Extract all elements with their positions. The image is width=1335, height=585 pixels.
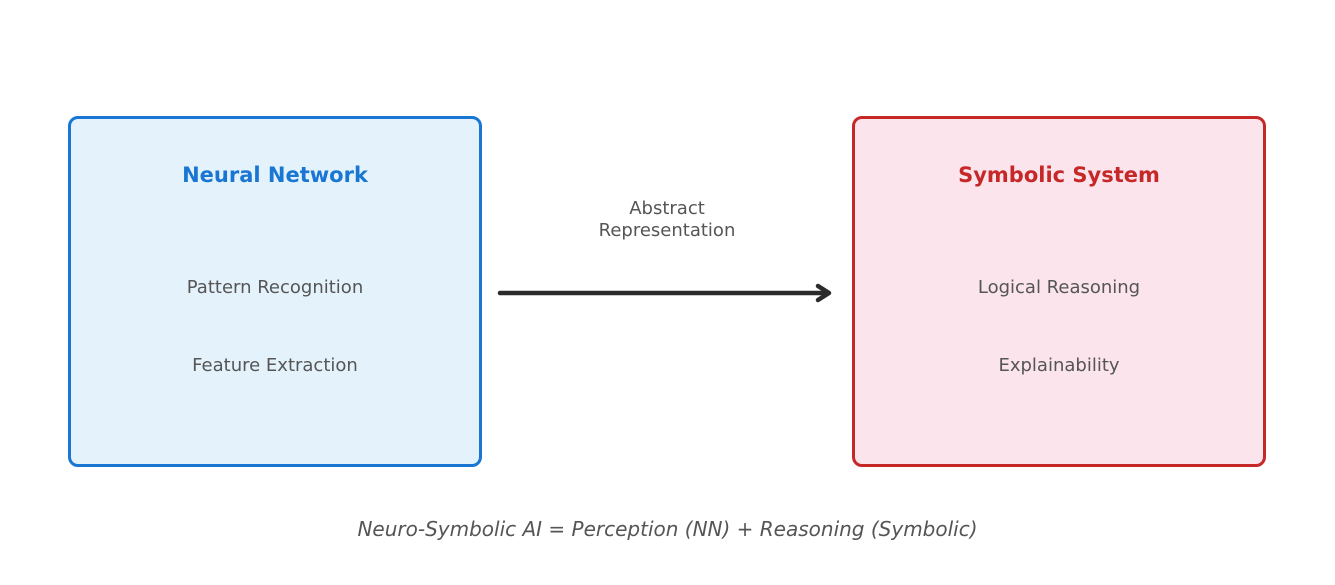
diagram-caption: Neuro-Symbolic AI = Perception (NN) + Re… (357, 517, 978, 541)
neural-network-box: Neural Network Pattern Recognition Featu… (68, 116, 482, 467)
arrow-label-line2: Representation (598, 220, 736, 241)
neural-network-title: Neural Network (182, 163, 368, 187)
feature-extraction-label: Feature Extraction (192, 355, 358, 376)
symbolic-system-box: Symbolic System Logical Reasoning Explai… (852, 116, 1266, 467)
pattern-recognition-label: Pattern Recognition (186, 277, 364, 298)
arrow-label-line1: Abstract (629, 198, 705, 219)
logical-reasoning-label: Logical Reasoning (977, 277, 1141, 298)
arrow-label: Abstract Representation (567, 198, 767, 242)
flow-arrow (497, 283, 832, 303)
arrow-head (815, 283, 832, 303)
explainability-label: Explainability (998, 355, 1120, 376)
symbolic-system-title: Symbolic System (958, 163, 1160, 187)
